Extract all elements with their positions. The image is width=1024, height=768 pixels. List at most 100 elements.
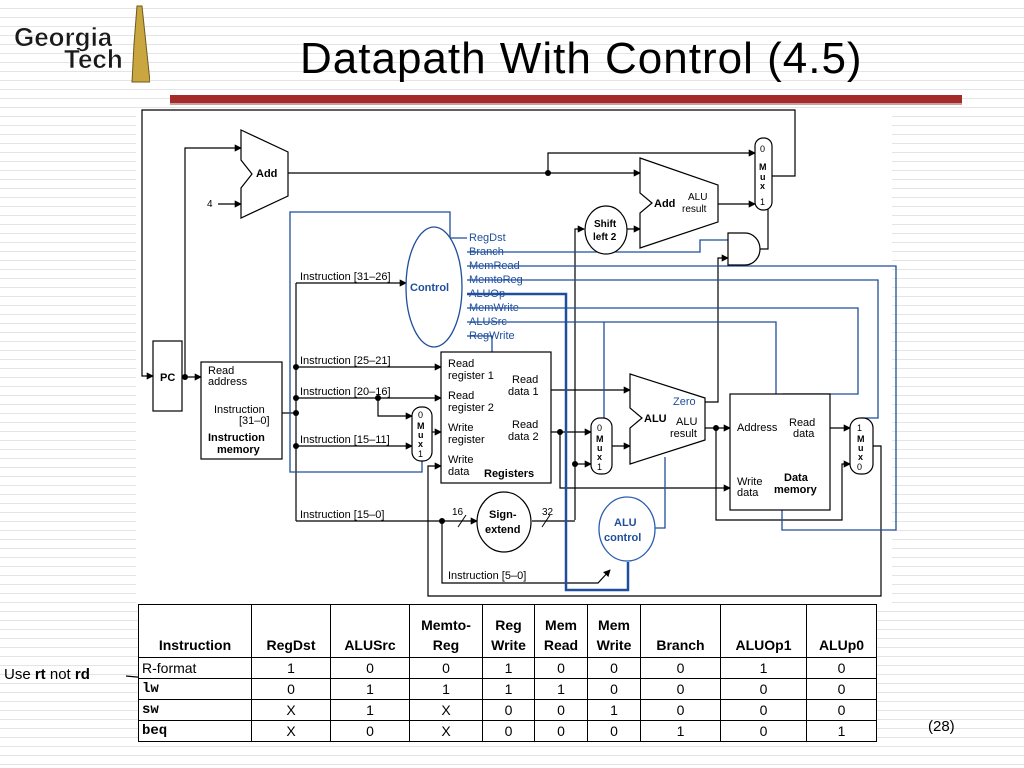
alu-label: ALU [644,413,667,425]
wire-and-to-mux [760,208,769,250]
alu-mux-in1: 1 [597,462,602,472]
imem-name-2: memory [217,444,261,456]
mem-mux-in1: 1 [857,423,862,433]
branch-and-gate [727,232,761,266]
wire-writeback [427,445,882,597]
reg-rd1a: Read [512,374,538,386]
note-rd: rd [74,666,90,683]
dmem-read-2: data [793,428,815,440]
col-aluop0: ALUp0 [806,604,877,658]
instruction-field-labels: Instruction [31–26] Instruction [25–21] … [300,271,526,582]
reg-mux-u: u [418,430,424,440]
pc-adder [240,129,289,219]
reg-rd2b: data 2 [508,431,539,443]
cell: 1 [330,678,410,700]
alu-zero-label: Zero [673,396,696,408]
wire-signext-to-shift [574,225,585,520]
instruction-memory [200,361,283,460]
pc-adder-label: Add [256,168,277,180]
dmem-read-1: Read [789,417,815,429]
imem-read: Read [208,365,234,377]
branch-adder [639,157,719,249]
slide-title: Datapath With Control (4.5) [300,34,863,83]
mem-mux-in0: 0 [857,462,862,472]
pc-mux-x: x [760,181,765,191]
logo-georgia-text: Georgia [14,22,113,52]
bits-32: 32 [542,507,554,518]
field-25-21: Instruction [25–21] [300,355,391,367]
control-unit [405,226,463,348]
table-row: R-format 1 0 0 1 0 0 0 1 0 [138,657,877,679]
register-file [440,351,552,484]
data-memory-labels: Address Read data Write data Data memory [737,417,818,499]
wire-next-pc-loop [141,109,796,380]
cell: 1 [534,678,588,700]
wire-zero-to-and [705,254,729,403]
reg-rd2a: Read [512,419,538,431]
reg-mux-in0: 0 [418,410,423,420]
cell: 0 [806,657,877,679]
table-row: beq X 0 X 0 0 0 1 0 1 [138,720,877,742]
cell: 0 [587,720,641,742]
logo-tech-text: Tech [64,44,123,74]
field-20-16: Instruction [20–16] [300,386,391,398]
col-branch: Branch [640,604,721,658]
table-row: sw X 1 X 0 0 1 0 0 0 [138,699,877,721]
cell: 0 [409,657,483,679]
mem-mux-x: x [858,452,863,462]
signal-aluop: ALUOp [469,288,505,300]
cell-instr: sw [138,699,252,721]
cell-instr: lw [138,678,252,700]
pc-mux-m: M [759,162,767,172]
wire-pc4-to-mux [547,149,756,173]
signal-alusrc: ALUSrc [469,316,507,328]
note-rt: rt [34,666,46,683]
col-memtoreg: Memto-Reg [409,604,483,658]
reg-wra: Write [448,422,473,434]
reg-name: Registers [484,468,534,480]
cell: 1 [587,699,641,721]
signal-regdst: RegDst [469,232,506,244]
cell: 0 [640,699,721,721]
cell: 0 [720,678,807,700]
col-aluop1: ALUOp1 [720,604,807,658]
cell: 0 [251,678,331,700]
cell: X [409,699,483,721]
cell: 0 [534,720,588,742]
branch-adder-add-label: Add [654,198,675,210]
georgia-tech-logo: Georgia Tech [14,5,150,83]
signal-branch: Branch [469,246,504,258]
imem-labels: Read address Instruction [31–0] Instruct… [208,365,270,456]
memtoreg-mux [849,417,874,475]
table-row: lw 0 1 1 1 1 0 0 0 0 [138,678,877,700]
bus-width-mark-16 [457,514,467,528]
imem-address: address [208,376,248,388]
signal-regwrite: RegWrite [469,330,515,342]
title-underline-bar [170,95,962,103]
mem-mux-u: u [858,443,864,453]
cell: 0 [534,657,588,679]
reg-rr2b: register 2 [448,402,494,414]
field-15-11: Instruction [15–11] [300,434,390,446]
junction-dots [182,170,719,524]
alu-mux-x: x [597,452,602,462]
alu-mux-u: u [597,443,603,453]
control-signal-labels: RegDst Branch MemRead MemtoReg ALUOp Mem… [469,232,523,342]
cell: 0 [640,657,721,679]
alu-result-label-2: result [670,428,697,440]
ctrl-alusrc [467,321,777,394]
control-label: Control [410,282,449,294]
dmem-write-1: Write [737,476,762,488]
reg-mux-x: x [418,439,423,449]
cell: 0 [587,678,641,700]
register-file-labels: Read register 1 Read register 2 Write re… [448,358,539,480]
cell: 1 [806,720,877,742]
cell: 1 [482,678,535,700]
reg-rr2a: Read [448,390,474,402]
cell: 0 [806,699,877,721]
ctrl-branch [467,239,728,253]
reg-rr1b: register 1 [448,370,494,382]
